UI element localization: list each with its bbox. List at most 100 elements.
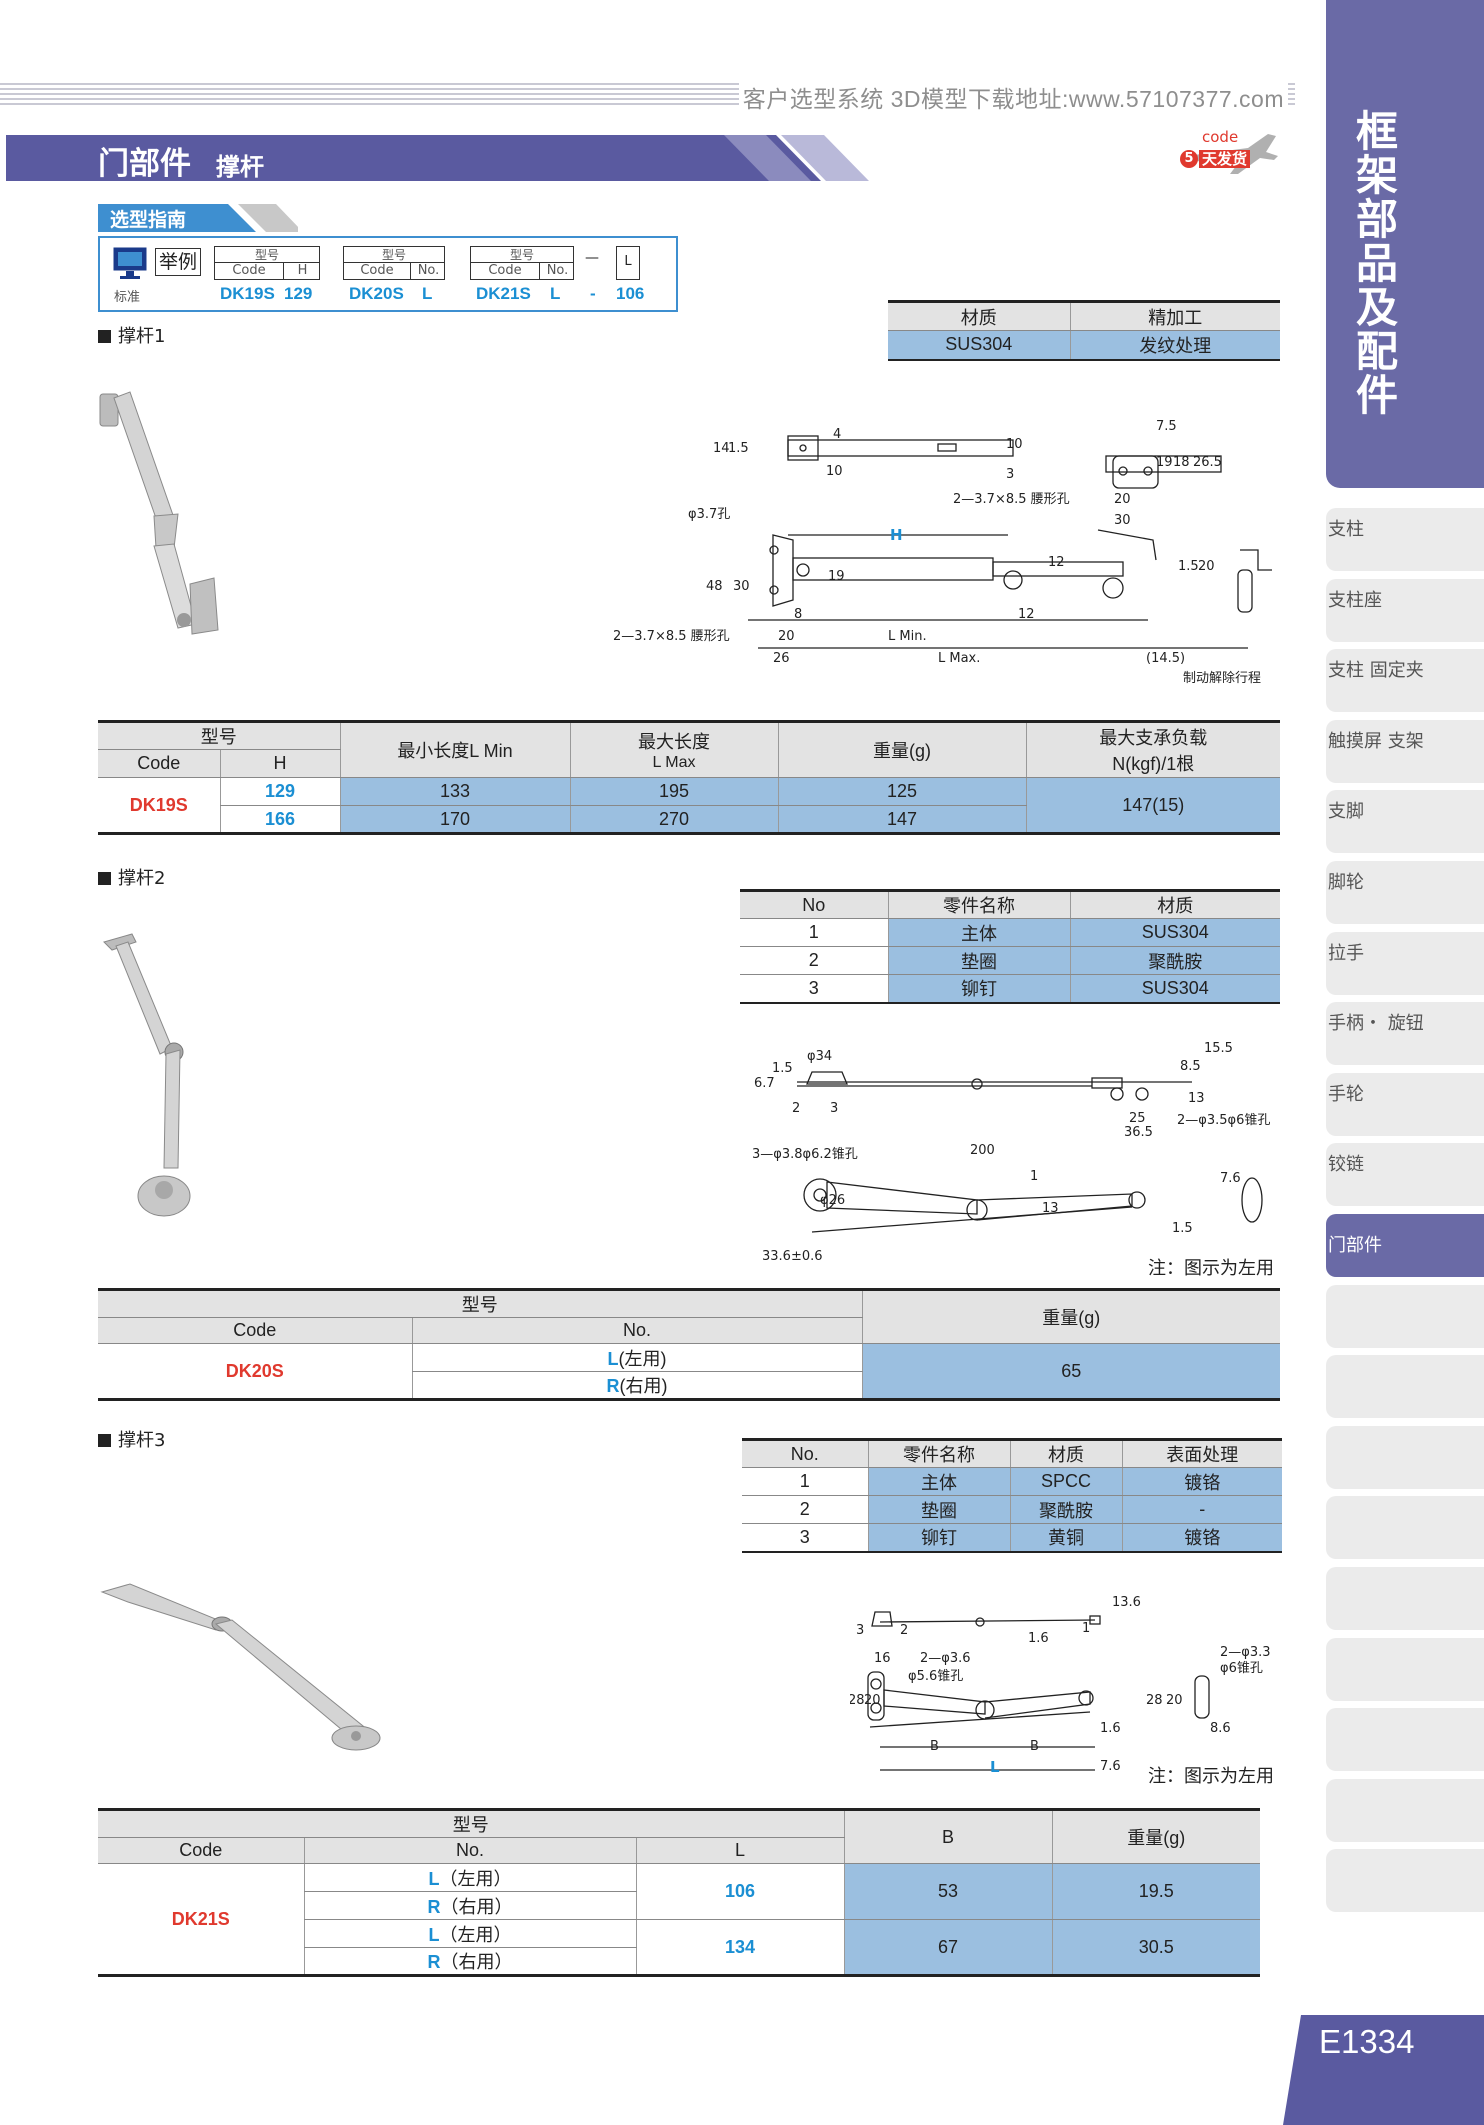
sidebar-tab-2[interactable]: 支柱 固定夹 — [1326, 649, 1484, 713]
sidebar-tab-4[interactable]: 支脚 — [1326, 790, 1484, 854]
dim-label: 2—3.7×8.5 腰形孔 — [613, 629, 730, 644]
spec-header-model: 型号 — [98, 721, 340, 750]
sidebar-tab-19[interactable] — [1326, 1849, 1484, 1913]
header-title: 撑杆 — [216, 153, 264, 181]
product-photo-3 — [100, 1583, 381, 1751]
dim-label: 7.6 — [1220, 1171, 1241, 1186]
spec-lmin-value: 170 — [339, 805, 570, 834]
spec3-no-value: R — [427, 1896, 441, 1917]
spec2-no-value: R — [606, 1376, 620, 1396]
sidebar-tab-5[interactable]: 脚轮 — [1326, 861, 1484, 924]
spec-h-value: 166 — [219, 805, 340, 834]
spec2-code-dk20s: DK20S — [98, 1343, 412, 1400]
dim-label: φ5.6锥孔 — [908, 1669, 963, 1684]
header-bar-shape — [6, 135, 869, 181]
guide-group-1: 型号 Code H — [214, 246, 320, 280]
dim-label: 15.5 — [1204, 1041, 1233, 1056]
spec-header-lmax-2: L Max — [652, 754, 696, 771]
spec-lmax-value: 270 — [569, 805, 778, 834]
table-cell: SPCC — [1009, 1467, 1122, 1496]
spec2-weight-value: 65 — [861, 1343, 1280, 1400]
dim-label: B — [930, 1739, 939, 1754]
dim-label: 30 — [733, 579, 750, 594]
section3-bullet — [98, 1434, 111, 1447]
table-cell: 聚酰胺 — [1069, 946, 1280, 975]
guide-group-2-value2: L — [422, 284, 433, 303]
spec3-no-cell: L（左用） — [303, 1919, 636, 1948]
spec3-header-model: 型号 — [98, 1809, 844, 1838]
dim-label: 20 — [1166, 1693, 1183, 1708]
spec2-side-value: (右用) — [619, 1376, 668, 1396]
sidebar-tab-12[interactable] — [1326, 1355, 1484, 1419]
sidebar-tab-6[interactable]: 拉手 — [1326, 931, 1484, 995]
spec3-no-value: L — [428, 1924, 440, 1945]
dim-label: 33.6±0.6 — [762, 1249, 823, 1262]
parts3-header-no: No. — [742, 1439, 868, 1468]
dim-label: 2—φ3.5φ6锥孔 — [1177, 1113, 1270, 1128]
sidebar-tab-10[interactable]: 门部件 — [1326, 1214, 1484, 1277]
spec3-side-value: （右用） — [440, 1896, 513, 1917]
dim-label: 20 — [864, 1693, 881, 1708]
sidebar-tab-15[interactable] — [1326, 1567, 1484, 1630]
dim-label: 18 — [1173, 455, 1190, 470]
sidebar-tab-7[interactable]: 手柄・ 旋钮 — [1326, 1002, 1484, 1066]
sidebar-tab-3[interactable]: 触摸屏 支架 — [1326, 719, 1484, 783]
top-decor-lines — [0, 83, 1295, 105]
spec-header-lmin: 最小长度L Min — [339, 721, 570, 778]
dim-label: 2—φ3.3 — [1220, 1645, 1271, 1660]
parts3-header-material: 材质 — [1009, 1439, 1122, 1468]
sidebar-tab-0[interactable]: 支柱 — [1326, 508, 1484, 571]
table-cell: 2 — [742, 1495, 868, 1524]
sidebar-tab-11[interactable] — [1326, 1284, 1484, 1348]
sidebar-tab-18[interactable] — [1326, 1778, 1484, 1842]
guide-group-3: 型号 Code No. — [470, 246, 574, 280]
dim-label: 26 — [773, 651, 790, 666]
dim-label: L Max. — [938, 651, 980, 666]
sidebar-tab-13[interactable] — [1326, 1425, 1484, 1489]
sidebar-tab-9[interactable]: 铰链 — [1326, 1143, 1484, 1207]
spec3-header-weight: 重量(g) — [1051, 1809, 1260, 1864]
material-value: SUS304 — [888, 330, 1070, 360]
guide-standard-label: 标准 — [114, 290, 141, 305]
guide-example-label: 举例 — [155, 248, 202, 276]
dim-label: 13 — [1188, 1091, 1205, 1106]
spec-header-h: H — [219, 749, 340, 778]
sidebar-tab-16[interactable] — [1326, 1637, 1484, 1701]
dim-label: 10 — [1006, 437, 1023, 452]
finish-header: 精加工 — [1069, 301, 1280, 331]
dim-label: 25 — [1129, 1111, 1146, 1126]
spec2-header-weight: 重量(g) — [861, 1289, 1280, 1344]
table-cell: 1 — [740, 918, 888, 947]
dim-label: B — [1030, 1739, 1039, 1754]
sidebar-title: 框架部品及配件 — [1355, 107, 1398, 420]
sidebar-tab-1[interactable]: 支柱座 — [1326, 578, 1484, 642]
badge-code-text: code — [1202, 128, 1239, 146]
guide-dash: — — [585, 250, 599, 266]
material-header: 材质 — [888, 301, 1070, 331]
sidebar-tab-14[interactable] — [1326, 1496, 1484, 1560]
sidebar-tab-17[interactable] — [1326, 1708, 1484, 1772]
spec-lmax-value: 195 — [569, 777, 778, 806]
spec-header-code: Code — [98, 749, 220, 778]
table-cell: 聚酰胺 — [1009, 1495, 1122, 1524]
guide-group-3-col2: No. — [539, 263, 575, 279]
guide-group-1-header: 型号 — [215, 247, 319, 263]
dim-label: 13 — [1042, 1201, 1059, 1216]
dim-label: 8.5 — [1180, 1059, 1201, 1074]
guide-label-shape — [98, 204, 298, 232]
guide-group-1-col2: H — [283, 263, 321, 279]
page-number: E1334 — [1283, 2015, 1484, 2125]
section2-spec-table: 型号 重量(g) Code No. DK20S L(左用) 65 R(右用) — [98, 1288, 1280, 1401]
table-cell: 黄铜 — [1009, 1523, 1122, 1552]
dim-label: 7.6 — [1100, 1759, 1121, 1774]
sidebar-tab-8[interactable]: 手轮 — [1326, 1072, 1484, 1136]
spec-header-load-1: 最大支承负载 — [1099, 728, 1208, 748]
dim-label: 1.6 — [1028, 1631, 1049, 1646]
table-cell: 铆钉 — [867, 1523, 1010, 1552]
parts-header-no: No — [740, 890, 888, 919]
